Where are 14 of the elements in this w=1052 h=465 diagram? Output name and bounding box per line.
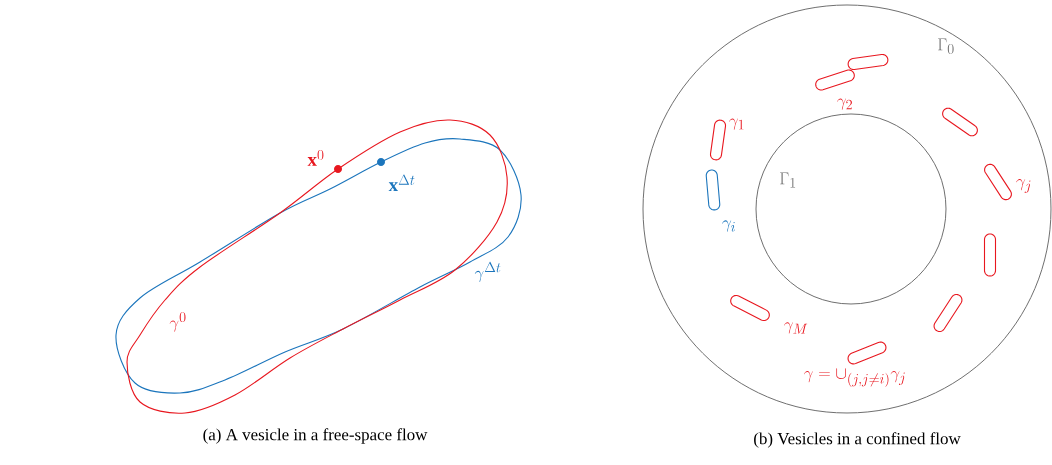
math-label: $\mathbf{x}^0$ bbox=[307, 149, 324, 166]
math-label: $\gamma^{\Delta t}$ bbox=[474, 261, 501, 283]
math-label: $\gamma^0$ bbox=[169, 312, 186, 332]
math-label: $\gamma_1$ bbox=[729, 118, 744, 130]
subfigure-caption: (a) A vesicle in a free-space flow bbox=[203, 428, 428, 444]
math-label: $\gamma_M$ bbox=[784, 322, 808, 334]
math-label: $\gamma_i$ bbox=[722, 220, 735, 232]
math-label: $\Gamma_1$ bbox=[780, 172, 796, 188]
math-label: $\gamma_2$ bbox=[837, 98, 852, 110]
math-label: $\gamma = \cup_{(j,j\neq i)} \gamma_j$ bbox=[804, 368, 905, 387]
math-label: $\Gamma_0$ bbox=[938, 38, 954, 54]
math-label: $\mathbf{x}^{\Delta t}$ bbox=[388, 174, 415, 191]
math-label: $\gamma_j$ bbox=[1016, 178, 1031, 193]
subfigure-caption: (b) Vesicles in a confined flow bbox=[754, 432, 961, 448]
